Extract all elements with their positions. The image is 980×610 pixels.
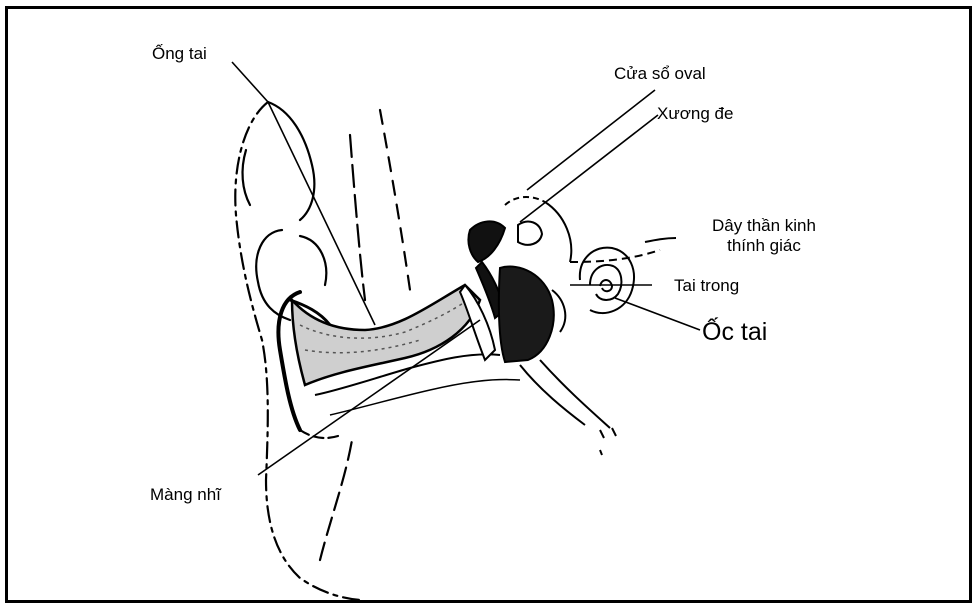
label-day-than-kinh-line2: thính giác: [689, 236, 839, 256]
middle-ear-drawing: [460, 197, 616, 455]
label-tai-trong: Tai trong: [674, 276, 739, 296]
leader-xuong-de: [520, 115, 658, 222]
leader-ong-tai: [232, 62, 268, 102]
label-day-than-kinh: Dây thần kinh thính giác: [689, 216, 839, 255]
label-ong-tai: Ống tai: [152, 44, 207, 64]
label-cua-so-oval: Cửa sổ oval: [614, 64, 706, 84]
leader-cua-so-oval: [527, 90, 655, 190]
label-oc-tai: Ốc tai: [702, 318, 767, 347]
label-mang-nhi: Màng nhĩ: [150, 485, 221, 505]
leader-lines: [232, 62, 700, 475]
label-xuong-de: Xương đe: [657, 104, 733, 124]
label-day-than-kinh-line1: Dây thần kinh: [689, 216, 839, 236]
leader-oc-tai: [615, 298, 700, 330]
